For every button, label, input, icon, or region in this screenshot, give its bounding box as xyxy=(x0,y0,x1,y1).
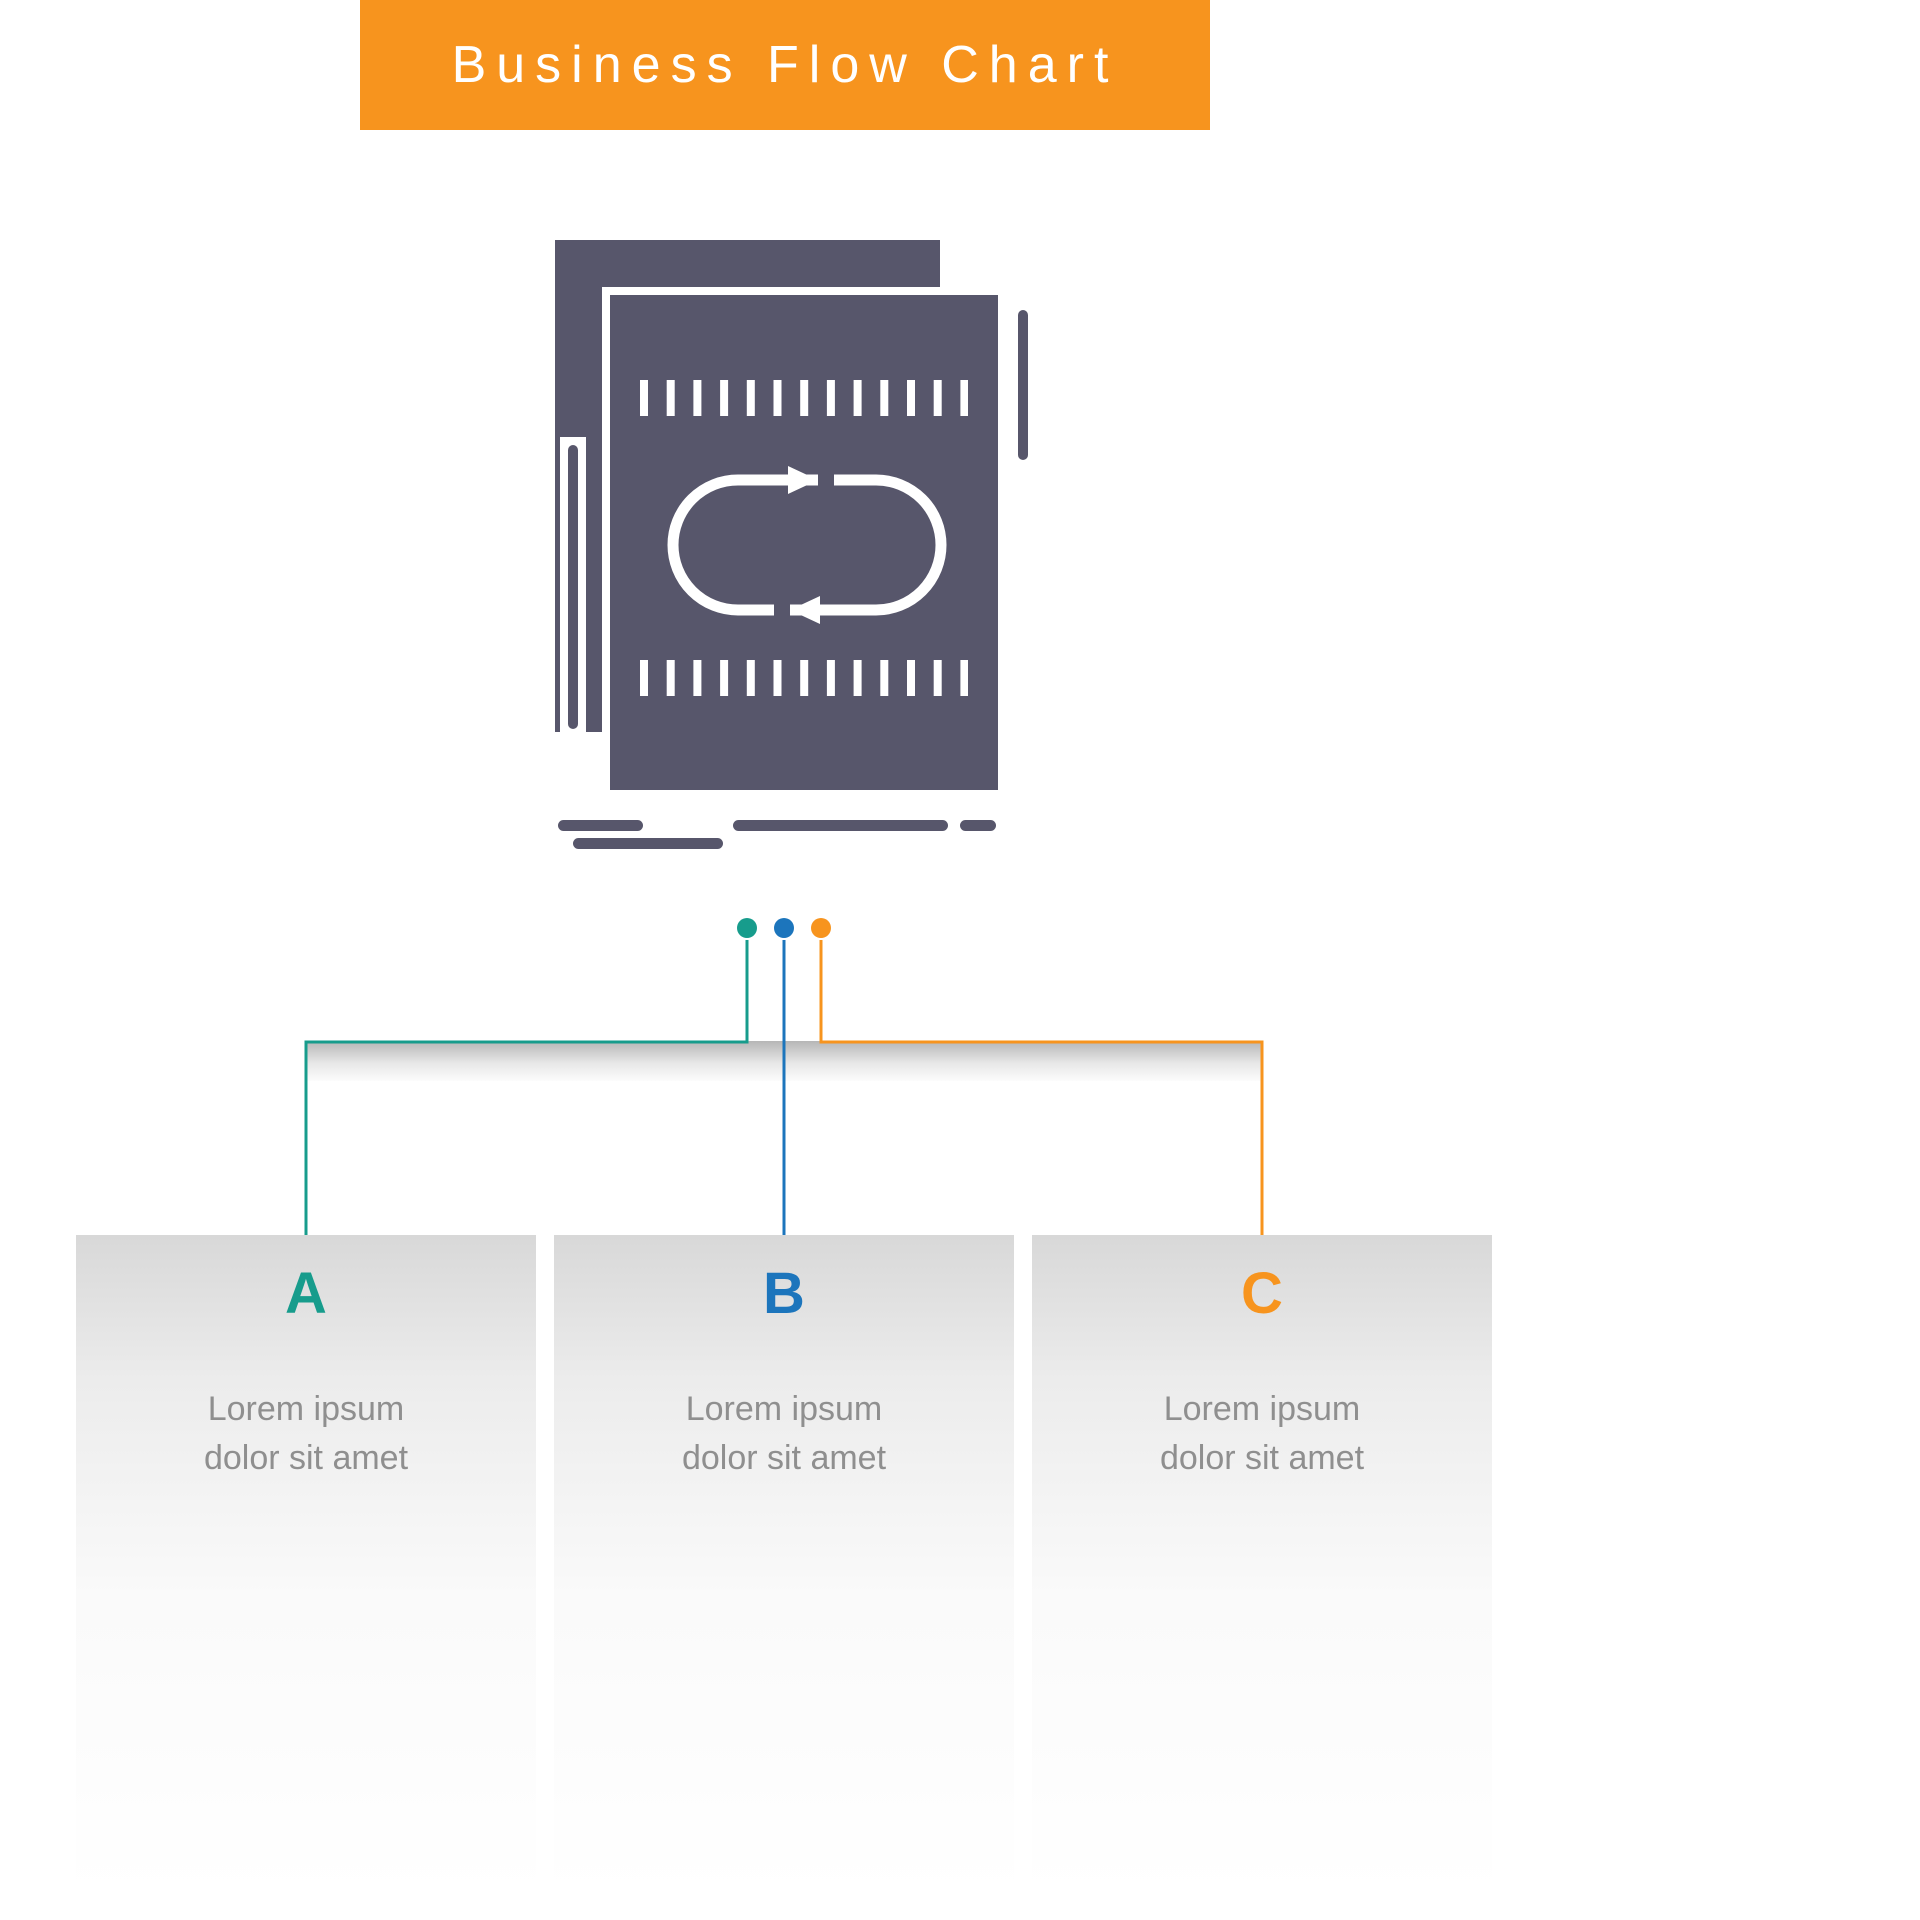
document-sync-icon xyxy=(548,230,1028,850)
connector-line-a xyxy=(304,940,749,1243)
branch-label-a: A xyxy=(285,1261,327,1326)
branch-text-b-line1: Lorem ipsum xyxy=(685,1390,883,1428)
branch-text-c-line2: dolor sit amet xyxy=(1159,1439,1365,1478)
branch-label-c: C xyxy=(1241,1261,1283,1326)
branch-text-c-line1: Lorem ipsum xyxy=(1163,1390,1361,1428)
branch-panel-a: A Lorem ipsum dolor sit amet xyxy=(76,1235,536,1895)
branch-text-c: Lorem ipsum dolor sit amet xyxy=(1032,1385,1492,1484)
branch-dot-c xyxy=(811,918,831,938)
branch-dot-b xyxy=(774,918,794,938)
branch-text-b: Lorem ipsum dolor sit amet xyxy=(554,1385,1014,1484)
document-sync-icon-svg xyxy=(555,240,1028,849)
connector-line-c xyxy=(819,940,1264,1243)
title-banner: Business Flow Chart xyxy=(360,0,1210,130)
branch-text-b-line2: dolor sit amet xyxy=(681,1439,887,1478)
branch-dot-a xyxy=(737,918,757,938)
branch-panel-c: C Lorem ipsum dolor sit amet xyxy=(1032,1235,1492,1895)
branch-panel-b: B Lorem ipsum dolor sit amet xyxy=(554,1235,1014,1895)
page-title: Business Flow Chart xyxy=(451,36,1119,94)
branch-text-a-line2: dolor sit amet xyxy=(203,1439,409,1478)
branch-text-a: Lorem ipsum dolor sit amet xyxy=(76,1385,536,1484)
connector-bar xyxy=(306,1041,1262,1081)
branch-label-b: B xyxy=(763,1261,805,1326)
branch-text-a-line1: Lorem ipsum xyxy=(207,1390,405,1428)
